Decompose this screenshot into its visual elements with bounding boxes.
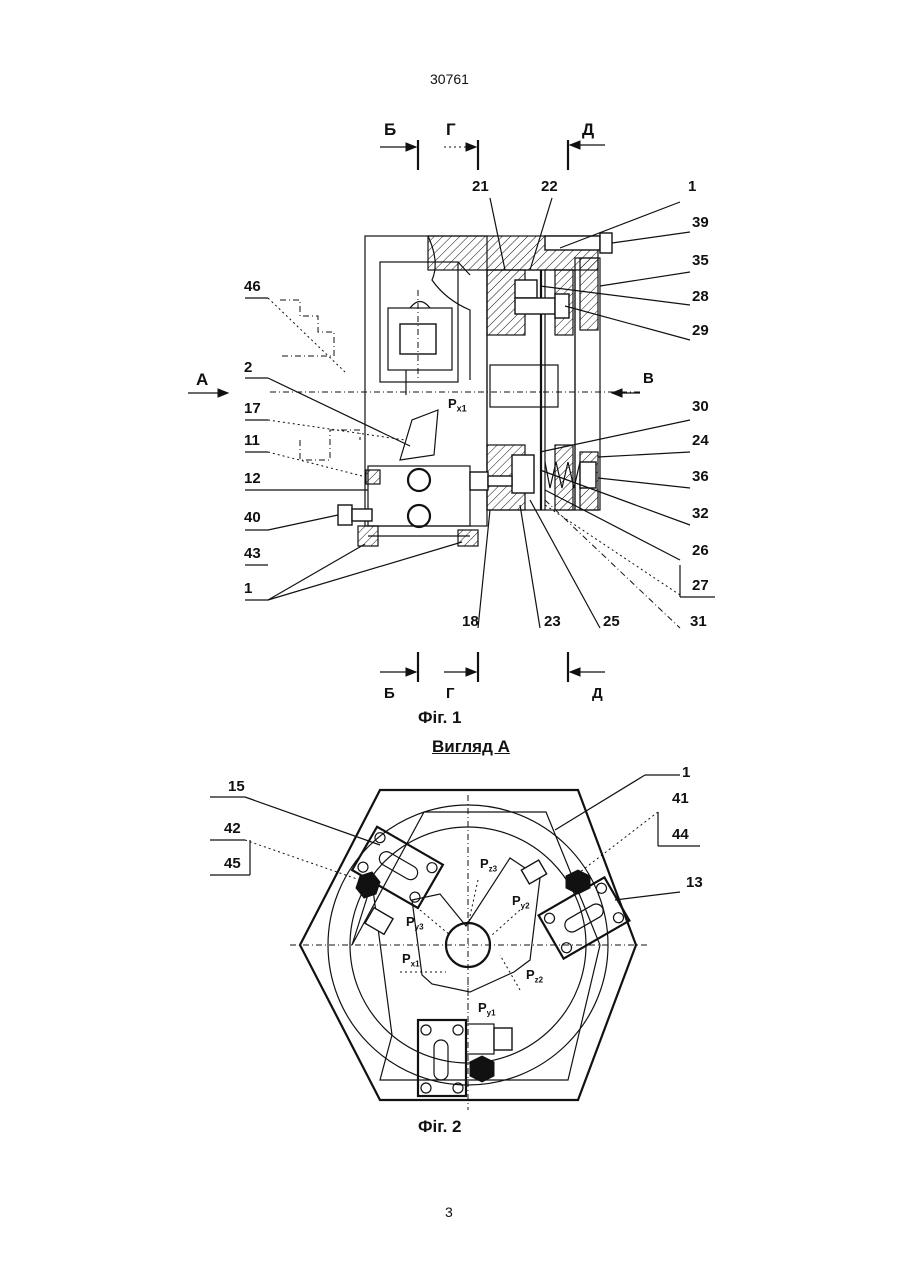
callout-40: 40 xyxy=(244,509,261,526)
force-label: P xyxy=(402,951,411,966)
force-px1-fig1: Px1 xyxy=(448,396,467,414)
force-pz2: Pz2 xyxy=(526,967,543,985)
callout-fig2-42: 42 xyxy=(224,820,241,837)
section-mark-b-top: Б xyxy=(384,120,396,140)
force-py3: Py3 xyxy=(406,914,424,932)
section-mark-d-top: Д xyxy=(582,120,594,140)
callout-18: 18 xyxy=(462,613,479,630)
callout-31: 31 xyxy=(690,613,707,630)
callout-36: 36 xyxy=(692,468,709,485)
callout-fig2-1: 1 xyxy=(682,764,690,781)
force-py2: Py2 xyxy=(512,893,530,911)
callout-32: 32 xyxy=(692,505,709,522)
callout-12: 12 xyxy=(244,470,261,487)
callout-1-top: 1 xyxy=(688,178,696,195)
figure1-caption: Фіг. 1 xyxy=(418,708,462,728)
force-sub: z2 xyxy=(535,976,543,985)
force-px1: Px1 xyxy=(402,951,420,969)
callout-23: 23 xyxy=(544,613,561,630)
force-pz3: Pz3 xyxy=(480,856,497,874)
callout-30: 30 xyxy=(692,398,709,415)
callout-29: 29 xyxy=(692,322,709,339)
force-label: P xyxy=(406,914,415,929)
callout-fig2-44: 44 xyxy=(672,826,689,843)
callout-46: 46 xyxy=(244,278,261,295)
force-label: P xyxy=(478,1000,487,1015)
callout-39: 39 xyxy=(692,214,709,231)
callout-fig2-13: 13 xyxy=(686,874,703,891)
section-mark-g-top: Г xyxy=(446,120,456,140)
section-mark-b-bottom: Б xyxy=(384,685,395,702)
callout-17: 17 xyxy=(244,400,261,417)
figure2-title: Вигляд А xyxy=(432,737,510,757)
callout-fig2-41: 41 xyxy=(672,790,689,807)
callout-25: 25 xyxy=(603,613,620,630)
callout-35: 35 xyxy=(692,252,709,269)
figure2-caption: Фіг. 2 xyxy=(418,1117,462,1137)
force-sub: x1 xyxy=(411,960,420,969)
force-label: P xyxy=(448,396,457,411)
force-label: P xyxy=(512,893,521,908)
fig2-leaders xyxy=(210,775,700,900)
force-sub: y2 xyxy=(521,902,530,911)
callout-fig2-45: 45 xyxy=(224,855,241,872)
view-arrow-label: A xyxy=(196,370,208,390)
callout-24: 24 xyxy=(692,432,709,449)
callout-27: 27 xyxy=(692,577,709,594)
callout-21: 21 xyxy=(472,178,489,195)
callout-2: 2 xyxy=(244,359,252,376)
callout-22: 22 xyxy=(541,178,558,195)
callout-43: 43 xyxy=(244,545,261,562)
section-mark-g-bottom: Г xyxy=(446,685,455,702)
section-mark-d-bottom: Д xyxy=(592,685,603,702)
force-sub: z3 xyxy=(489,865,497,874)
callout-fig2-15: 15 xyxy=(228,778,245,795)
callout-26: 26 xyxy=(692,542,709,559)
callout-1-left: 1 xyxy=(244,580,252,597)
force-sub: y3 xyxy=(415,923,424,932)
force-py1: Py1 xyxy=(478,1000,496,1018)
force-sub: y1 xyxy=(487,1009,496,1018)
force-label: P xyxy=(480,856,489,871)
force-sub: x1 xyxy=(457,404,467,414)
force-label: P xyxy=(526,967,535,982)
callout-28: 28 xyxy=(692,288,709,305)
callout-11: 11 xyxy=(244,432,260,449)
arrow-b-label: B xyxy=(643,370,654,387)
